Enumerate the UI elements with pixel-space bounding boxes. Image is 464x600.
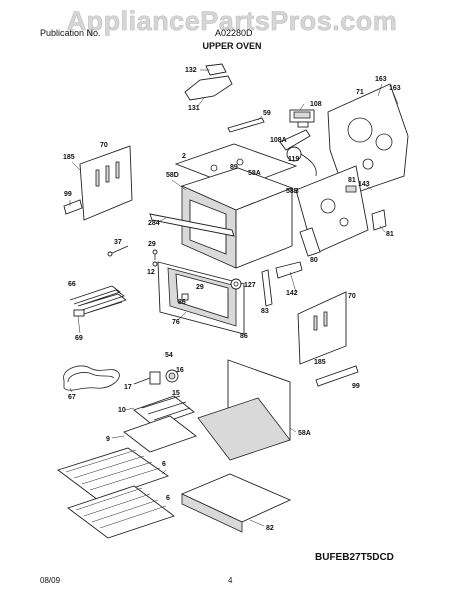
part-label-6: 6 xyxy=(166,495,170,502)
part-132-bracket[interactable] xyxy=(184,63,233,101)
publication-label: Publication No. xyxy=(40,28,101,38)
part-70-side-panel-right[interactable] xyxy=(297,291,347,365)
publication-number: A02280D xyxy=(215,28,253,38)
part-label-142: 142 xyxy=(286,290,298,297)
part-label-99: 99 xyxy=(352,383,360,390)
part-label-12: 12 xyxy=(147,269,155,276)
part-99-bracket-right[interactable] xyxy=(315,365,359,387)
part-label-70: 70 xyxy=(348,293,356,300)
part-label-185: 185 xyxy=(63,154,75,161)
part-label-16: 16 xyxy=(176,367,184,374)
part-label-66: 66 xyxy=(68,281,76,288)
part-70-side-panel-left[interactable] xyxy=(79,145,133,221)
part-54-knob[interactable] xyxy=(165,369,179,383)
part-label-58b: 58B xyxy=(286,188,299,195)
part-67-broil-element[interactable] xyxy=(63,365,120,391)
part-label-67: 67 xyxy=(68,394,76,401)
part-81-screw-right[interactable] xyxy=(371,209,387,231)
part-86-clip[interactable] xyxy=(181,293,189,301)
part-label-10: 10 xyxy=(118,407,126,414)
part-82-bottom-tray[interactable] xyxy=(180,473,292,533)
part-29-screw[interactable] xyxy=(152,249,158,260)
part-284-trim[interactable] xyxy=(149,213,235,237)
part-label-37: 37 xyxy=(114,239,122,246)
part-label-89: 89 xyxy=(230,164,238,171)
part-label-80: 80 xyxy=(310,257,318,264)
part-label-143: 143 xyxy=(358,181,370,188)
revision-date: 08/09 xyxy=(40,576,61,585)
page-number: 4 xyxy=(228,576,233,585)
part-9-broil-pan[interactable] xyxy=(123,415,197,453)
part-108a-bracket[interactable] xyxy=(279,129,311,151)
part-6-rack-lower[interactable] xyxy=(67,485,175,539)
part-label-83: 83 xyxy=(261,308,269,315)
part-label-15: 15 xyxy=(172,390,180,397)
part-label-86: 86 xyxy=(178,299,186,306)
part-label-69: 69 xyxy=(75,335,83,342)
part-17-wire[interactable] xyxy=(133,377,151,385)
part-label-29: 29 xyxy=(196,284,204,291)
part-80-bracket[interactable] xyxy=(299,227,321,257)
part-label-185: 185 xyxy=(314,359,326,366)
part-59-rail[interactable] xyxy=(227,117,265,133)
part-label-99: 99 xyxy=(64,191,72,198)
part-119-sensor[interactable] xyxy=(286,146,317,177)
part-127-lamp[interactable] xyxy=(230,278,242,290)
part-label-59: 59 xyxy=(263,110,271,117)
part-label-76: 76 xyxy=(172,319,180,326)
part-label-6: 6 xyxy=(162,461,166,468)
part-label-9: 9 xyxy=(106,436,110,443)
part-label-70: 70 xyxy=(100,142,108,149)
part-label-2: 2 xyxy=(182,153,186,160)
part-99-bracket-left[interactable] xyxy=(63,199,83,215)
part-label-127: 127 xyxy=(244,282,256,289)
part-label-82: 82 xyxy=(266,525,274,532)
part-label-17: 17 xyxy=(124,384,132,391)
watermark: AppliancePartsPros.com xyxy=(66,6,398,37)
part-label-131: 131 xyxy=(188,105,200,112)
part-label-163: 163 xyxy=(375,76,387,83)
part-label-108: 108 xyxy=(310,101,322,108)
leader-lines xyxy=(69,69,399,527)
part-142-side-bracket[interactable] xyxy=(275,261,303,279)
part-label-132: 132 xyxy=(185,67,197,74)
part-108-switch[interactable] xyxy=(289,109,315,128)
part-66-bake-element[interactable] xyxy=(69,285,127,317)
page-title: UPPER OVEN xyxy=(202,41,262,51)
part-12-screw[interactable] xyxy=(152,261,158,267)
part-37-wire[interactable] xyxy=(107,245,129,257)
part-label-86: 86 xyxy=(240,333,248,340)
part-6-rack-upper[interactable] xyxy=(57,447,169,501)
part-label-58a: 58A xyxy=(298,430,311,437)
part-label-119: 119 xyxy=(288,156,299,163)
part-10-broil-grid[interactable] xyxy=(133,395,195,427)
part-58a-oven-floor[interactable] xyxy=(197,359,291,461)
part-76-door-frame[interactable] xyxy=(157,261,245,335)
part-83-hinge[interactable] xyxy=(261,269,273,307)
part-label-284: 284 xyxy=(148,220,160,227)
part-label-81: 81 xyxy=(348,177,356,184)
part-label-58a: 58A xyxy=(248,170,261,177)
part-16-receptacle[interactable] xyxy=(149,371,161,385)
model-number: BUFEB27T5DCD xyxy=(315,552,394,563)
part-label-81: 81 xyxy=(386,231,394,238)
part-71-rear-panel[interactable] xyxy=(327,83,409,197)
part-label-163: 163 xyxy=(389,85,401,92)
part-label-29: 29 xyxy=(148,241,156,248)
part-label-58d: 58D xyxy=(166,172,179,179)
part-label-108a: 108A xyxy=(270,137,287,144)
part-label-71: 71 xyxy=(356,89,364,96)
part-58d-oven-cavity[interactable] xyxy=(180,167,294,269)
part-label-54: 54 xyxy=(165,352,173,359)
